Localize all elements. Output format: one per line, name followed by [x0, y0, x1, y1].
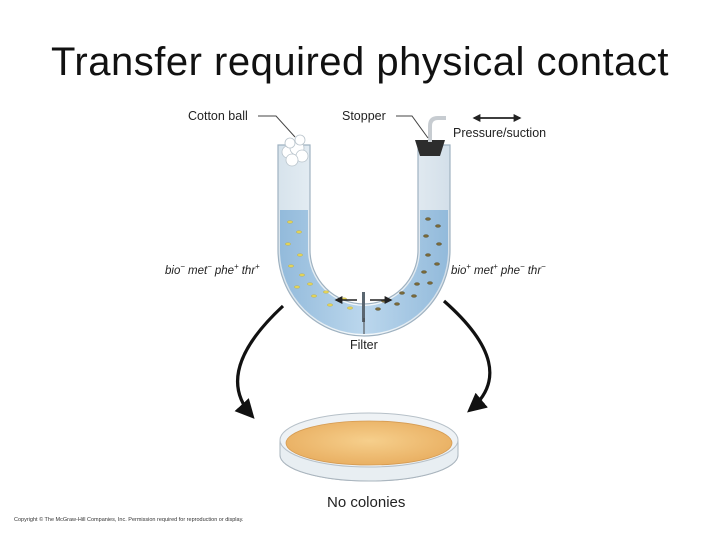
stopper [415, 140, 445, 156]
stopper-leader [396, 115, 429, 139]
u-tube-liquid [280, 210, 448, 334]
slide-title: Transfer required physical contact [50, 40, 669, 84]
curved-arrow-left [234, 304, 285, 419]
genotype-left: bio−met−phe+thr+ [165, 262, 260, 277]
stopper-label: Stopper [342, 109, 386, 123]
curved-arrow-right [442, 299, 492, 413]
petri-dish [279, 412, 459, 482]
suction-tube [428, 116, 446, 142]
genotype-right: bio+met+phe−thr− [451, 262, 546, 277]
gl-bio: bio [165, 265, 181, 277]
right-bacteria [375, 217, 442, 311]
cotton-ball-label: Cotton ball [188, 109, 248, 123]
filter [362, 292, 365, 322]
no-colonies-label: No colonies [327, 494, 405, 511]
left-bacteria [285, 220, 353, 310]
cotton-ball-leader [258, 115, 296, 138]
cotton-ball [281, 134, 309, 167]
copyright-text: Copyright © The McGraw-Hill Companies, I… [14, 516, 244, 523]
pressure-suction-label: Pressure/suction [453, 126, 546, 140]
filter-label: Filter [350, 338, 378, 352]
